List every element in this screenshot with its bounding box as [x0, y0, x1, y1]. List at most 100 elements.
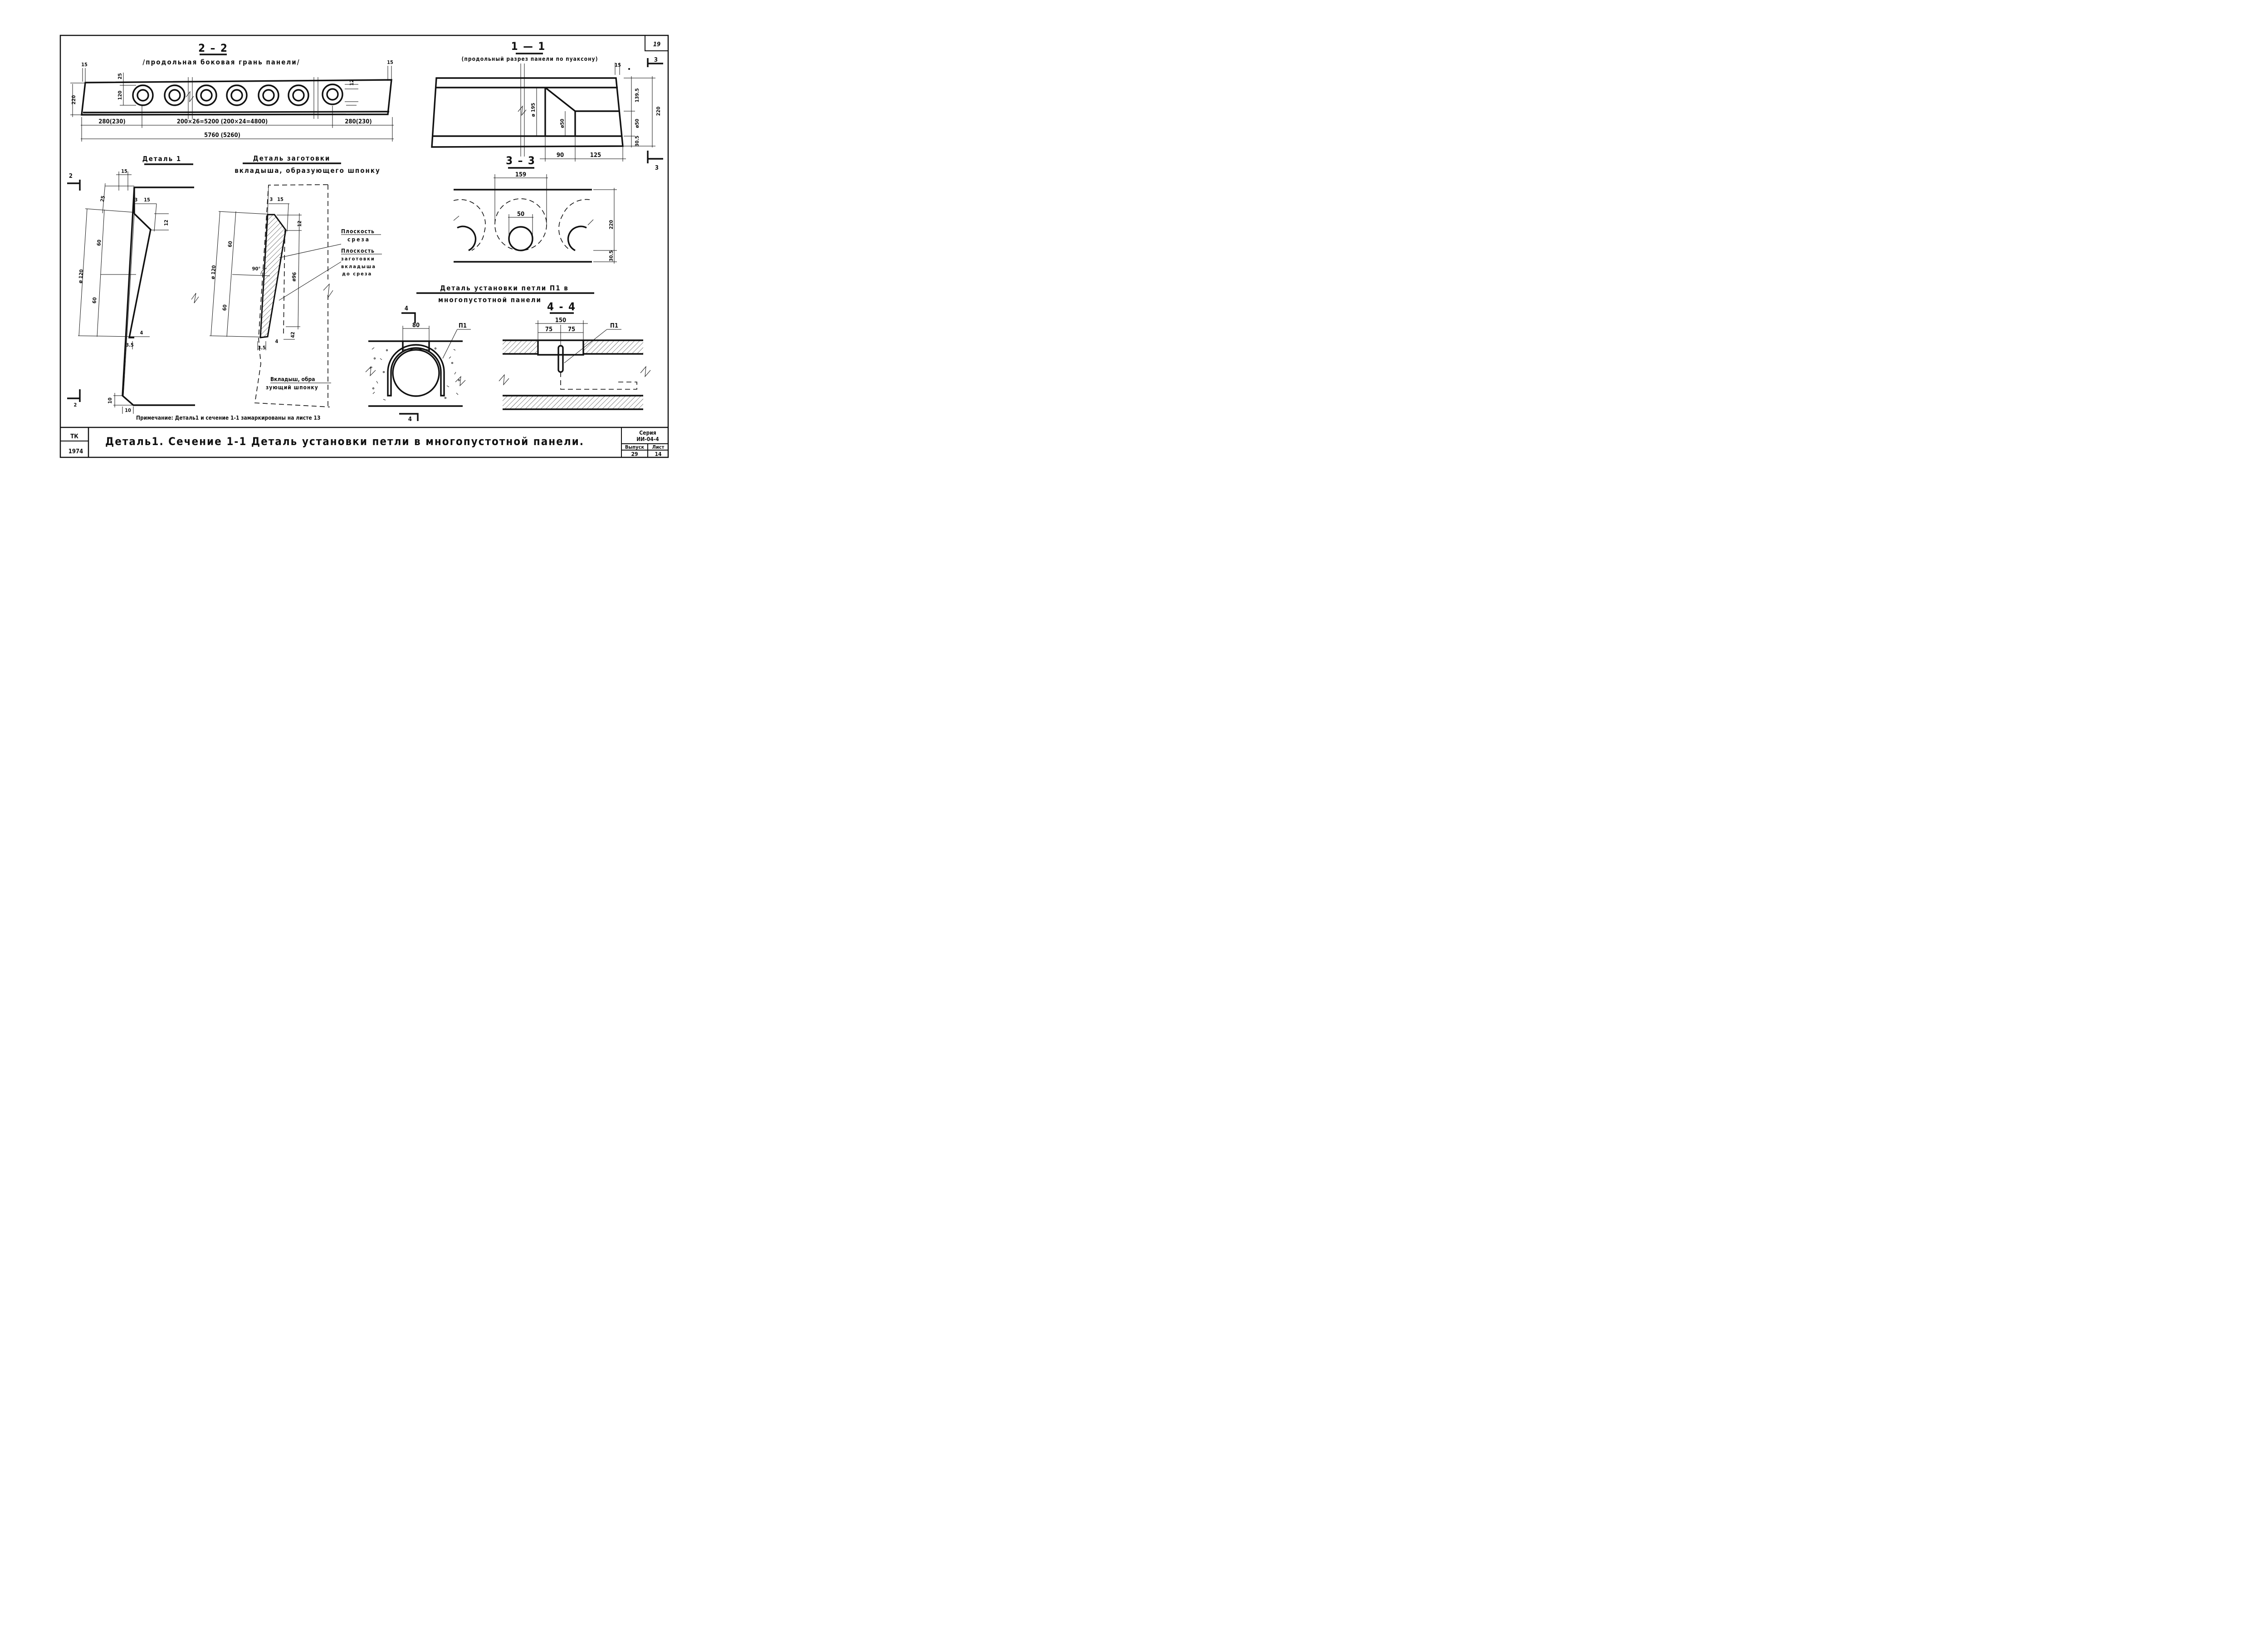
- detz-label-insert: Вкладыш, обра зующий шпонку: [266, 376, 331, 391]
- svg-text:12: 12: [163, 220, 169, 226]
- stamp-tk: ТК: [70, 433, 78, 440]
- svg-text:ø50: ø50: [634, 119, 640, 128]
- sec22-holes: [132, 83, 343, 106]
- detz-title: Деталь заготовки: [253, 154, 331, 162]
- sec33-title: 3 – 3: [506, 154, 536, 167]
- svg-text:80: 80: [412, 322, 420, 329]
- detz-label-blank-plane: Плоскость заготовки вкладыша до среза: [279, 248, 382, 301]
- svg-text:4: 4: [408, 416, 412, 423]
- svg-text:10: 10: [107, 397, 113, 404]
- sec11-title: 1 — 1: [511, 40, 546, 53]
- svg-text:30.5: 30.5: [608, 250, 614, 262]
- svg-text:220: 220: [71, 95, 77, 105]
- svg-text:Лист: Лист: [652, 444, 665, 450]
- svg-text:П1: П1: [610, 323, 618, 329]
- svg-text:Плоскость: Плоскость: [341, 228, 375, 235]
- svg-text:139.5: 139.5: [634, 88, 640, 102]
- section-1-1: 1 — 1 (продольный разрез панели по пуакс…: [431, 40, 663, 172]
- svg-text:до среза: до среза: [342, 271, 372, 277]
- svg-text:25: 25: [99, 195, 106, 202]
- loop-title: Деталь установки петли П1 в: [440, 284, 569, 292]
- svg-text:25: 25: [117, 73, 123, 79]
- svg-text:Серия: Серия: [639, 430, 656, 436]
- svg-text:125: 125: [590, 152, 601, 159]
- svg-text:280(230): 280(230): [345, 118, 372, 125]
- svg-text:200×26=5200 (200×24=4800): 200×26=5200 (200×24=4800): [177, 118, 268, 125]
- svg-text:30.5: 30.5: [634, 136, 640, 147]
- loop-subtitle: многопустотной панели: [438, 296, 542, 304]
- svg-text:14: 14: [655, 451, 662, 457]
- svg-text:220: 220: [608, 220, 614, 230]
- detail-blank: Деталь заготовки вкладыша, образующего ш…: [209, 154, 382, 407]
- svg-text:15: 15: [277, 196, 284, 202]
- svg-text:15: 15: [144, 197, 150, 203]
- svg-text:3: 3: [135, 197, 138, 203]
- svg-text:50: 50: [517, 211, 524, 218]
- title-block: ТК 1974 Деталь1. Сечение 1-1 Деталь уста…: [60, 426, 668, 457]
- svg-text:заготовки: заготовки: [341, 256, 375, 262]
- svg-text:4: 4: [405, 305, 408, 312]
- svg-text:60: 60: [227, 241, 233, 248]
- svg-text:15: 15: [121, 168, 127, 174]
- svg-text:среза: среза: [347, 236, 370, 243]
- svg-text:3.5: 3.5: [126, 342, 134, 348]
- svg-text:4: 4: [140, 330, 143, 336]
- svg-text:12: 12: [297, 221, 303, 227]
- svg-text:75: 75: [545, 326, 552, 333]
- det1-title: Деталь 1: [142, 155, 182, 163]
- svg-text:159: 159: [515, 172, 526, 178]
- svg-text:90: 90: [557, 152, 564, 159]
- detail-1: Деталь 1 2 2 15 25 3 15 12 60 ø 120 60 4: [67, 155, 199, 414]
- svg-text:10: 10: [125, 407, 131, 413]
- svg-text:вкладыша: вкладыша: [341, 264, 376, 270]
- svg-text:15: 15: [615, 62, 621, 68]
- sec22-panel: [81, 79, 392, 116]
- svg-text:60: 60: [91, 297, 98, 304]
- svg-text:2: 2: [69, 173, 73, 180]
- svg-text:3: 3: [655, 165, 659, 172]
- note: Примечание: Деталь1 и сечение 1-1 замарк…: [136, 415, 320, 421]
- svg-text:29: 29: [631, 451, 638, 457]
- loop-concrete-fill: [369, 347, 460, 401]
- section-2-2: 2 – 2 /продольная боковая грань панели/ …: [70, 42, 394, 142]
- svg-text:ø 195: ø 195: [530, 103, 536, 117]
- svg-text:ø 120: ø 120: [210, 265, 217, 279]
- svg-text:15: 15: [81, 62, 88, 68]
- sec22-dimensions: 220 15 15 25 120 12 280(230) 200×26=5200…: [70, 59, 394, 142]
- sec22-title: 2 – 2: [198, 42, 228, 54]
- detz-subtitle: вкладыша, образующего шпонку: [235, 167, 381, 175]
- svg-text:60: 60: [96, 240, 102, 246]
- svg-text:3.5: 3.5: [258, 345, 266, 351]
- sec22-breaks: [186, 77, 318, 119]
- stamp-title: Деталь1. Сечение 1-1 Деталь установки пе…: [105, 435, 584, 448]
- svg-text:12: 12: [349, 79, 355, 86]
- svg-text:ø 120: ø 120: [78, 269, 85, 284]
- svg-text:5760 (5260): 5760 (5260): [204, 132, 240, 139]
- svg-text:Плоскость: Плоскость: [341, 248, 375, 254]
- detz-label-cut-plane: Плоскость среза: [279, 228, 381, 258]
- svg-text:зующий шпонку: зующий шпонку: [266, 384, 318, 391]
- svg-text:3: 3: [654, 57, 658, 64]
- sec22-subtitle: /продольная боковая грань панели/: [142, 58, 300, 66]
- sec11-subtitle: (продольный разрез панели по пуаксону): [461, 56, 598, 62]
- detz-hatched-insert: [259, 214, 287, 338]
- svg-text:60: 60: [221, 304, 228, 311]
- svg-text:120: 120: [117, 91, 123, 100]
- sheet-number-box: [645, 35, 669, 51]
- svg-text:ø96: ø96: [291, 272, 298, 282]
- svg-text:42: 42: [290, 332, 296, 338]
- svg-text:ø50: ø50: [559, 119, 565, 128]
- sheet-frame: [59, 34, 669, 458]
- stamp-year: 1974: [68, 448, 83, 455]
- loop-bar: [387, 344, 445, 397]
- section-3-3: 3 – 3 159 50 220 30.5: [453, 154, 617, 264]
- svg-text:4: 4: [275, 338, 279, 344]
- svg-text:150: 150: [555, 317, 566, 324]
- svg-text:75: 75: [568, 326, 575, 333]
- svg-text:Выпуск: Выпуск: [625, 444, 645, 450]
- svg-text:90°: 90°: [252, 266, 261, 272]
- loop-sec-title: 4 - 4: [547, 300, 576, 313]
- svg-text:Вкладыш, обра: Вкладыш, обра: [270, 376, 315, 382]
- drawing-sheet: 19 2 – 2 /продольная боковая грань панел…: [59, 34, 669, 458]
- sheet-number: 19: [653, 41, 660, 48]
